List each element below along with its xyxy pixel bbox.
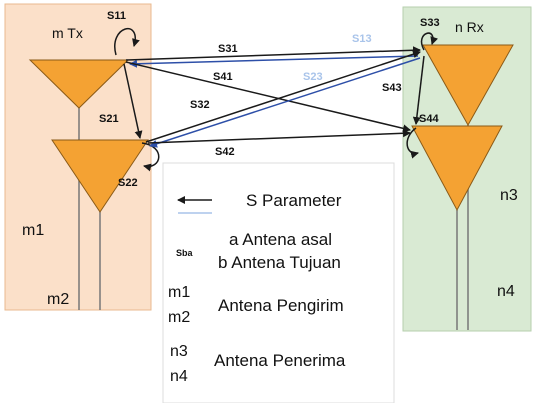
antenna-m1-icon (28, 59, 130, 109)
antenna-n4-icon (411, 125, 503, 212)
legend-s-parameter: S Parameter (246, 191, 342, 210)
s13-arrow (129, 55, 419, 68)
s32-label: S32 (190, 99, 210, 111)
s21-label: S21 (99, 113, 119, 125)
s42-arrow (147, 129, 411, 144)
s32-arrow (145, 50, 421, 143)
legend-m2: m2 (168, 309, 190, 326)
s23-label: S23 (303, 71, 323, 83)
legend-penerima: Antena Penerima (214, 351, 346, 370)
s11-loop (114, 27, 140, 56)
legend-m1: m1 (168, 284, 190, 301)
rx-panel-label: n Rx (455, 19, 484, 35)
rx-antenna-n3-label: n3 (500, 187, 518, 204)
legend-sba-a: a Antena asal (229, 230, 332, 249)
antenna-m2-icon (51, 139, 149, 213)
antenna-n3-icon (422, 44, 514, 127)
s42-label: S42 (215, 146, 235, 158)
legend-sba: Sba (176, 248, 194, 258)
s11-label: S11 (107, 10, 126, 22)
legend-n3: n3 (170, 343, 188, 360)
legend-pengirim: Antena Pengirim (218, 296, 344, 315)
legend-box (162, 162, 395, 404)
s31-label: S31 (218, 43, 238, 55)
s44-loop (406, 127, 419, 159)
rx-antenna-n4-label: n4 (497, 283, 515, 300)
s41-label: S41 (213, 71, 233, 83)
tx-antenna-m2-label: m2 (47, 291, 69, 308)
legend-sba-b: b Antena Tujuan (218, 253, 341, 272)
legend-n4: n4 (170, 368, 188, 385)
s22-loop (141, 142, 160, 172)
s41-arrow (125, 61, 411, 133)
tx-antenna-m1-label: m1 (22, 222, 44, 239)
s44-label: S44 (419, 113, 439, 125)
s43-label: S43 (382, 82, 402, 94)
s21-arrow (123, 63, 143, 139)
s43-arrow (412, 55, 425, 125)
s31-arrow (125, 46, 421, 61)
s13-label: S13 (352, 33, 372, 45)
s23-arrow (149, 57, 421, 148)
s33-loop (420, 32, 439, 51)
s22-label: S22 (118, 177, 138, 189)
s33-label: S33 (420, 17, 440, 29)
tx-panel-label: m Tx (52, 25, 83, 41)
